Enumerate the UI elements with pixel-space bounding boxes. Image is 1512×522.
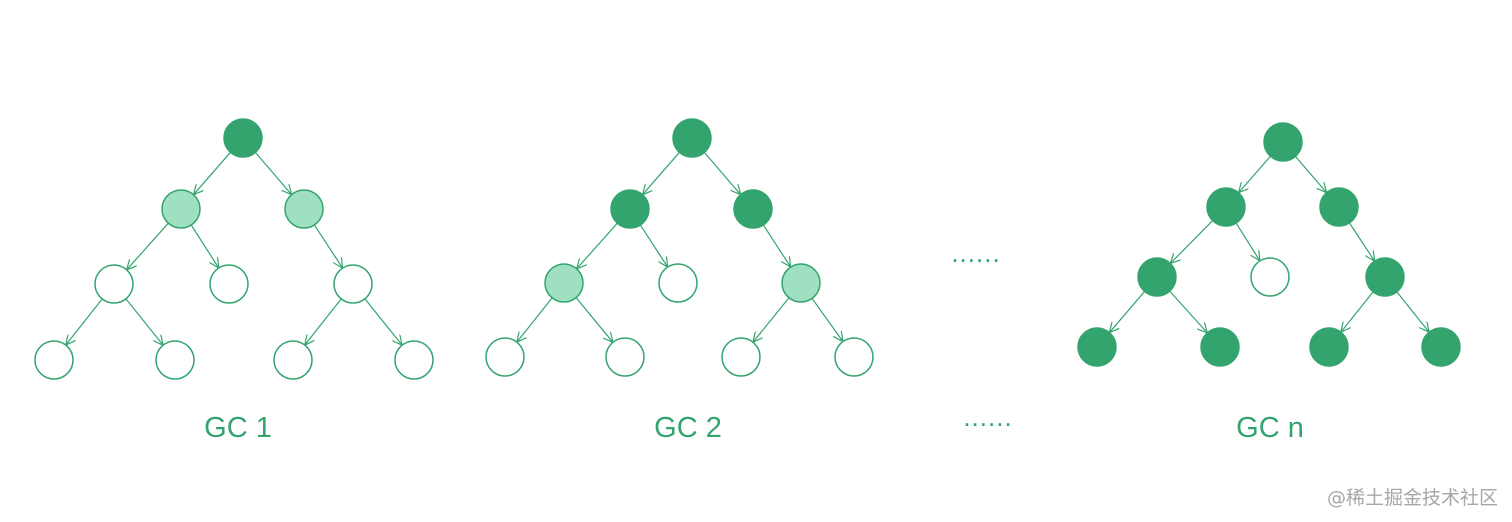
tree-2-node-LLR-empty: [605, 337, 645, 377]
tree-1-edge-RL-RLR: [364, 298, 402, 345]
tree-2-node-LL-light: [544, 263, 584, 303]
tree-3-edge-L-LL: [1171, 220, 1214, 263]
gc-n-label: GC n: [1236, 412, 1304, 444]
tree-3-edge-root-L: [1239, 155, 1271, 192]
tree-3-node-RLL-full: [1309, 327, 1349, 367]
gc-2-label: GC 2: [654, 412, 722, 444]
tree-2-edge-RL-RLR: [811, 298, 842, 340]
tree-2-node-root-full: [672, 118, 712, 158]
tree-3-edge-LL-LLR: [1169, 290, 1207, 332]
tree-3-node-root-full: [1263, 122, 1303, 162]
tree-1-edge-R-RL: [313, 224, 342, 267]
tree-2-edge-R-RL: [762, 224, 790, 266]
tree-1-node-LLL-empty: [34, 340, 74, 380]
tree-1-node-RL-empty: [333, 264, 373, 304]
tree-1-edge-root-L: [194, 151, 231, 194]
tree-2-node-LLL-empty: [485, 337, 525, 377]
tree-3-edge-L-LR: [1235, 222, 1259, 260]
tree-3-node-RL-full: [1365, 257, 1405, 297]
tree-3-node-RLR-full: [1421, 327, 1461, 367]
gc-1-label: GC 1: [204, 412, 272, 444]
tree-1-node-RLR-empty: [394, 340, 434, 380]
tree-2-edge-LL-LLL: [517, 297, 553, 342]
tree-2-node-L-full: [610, 189, 650, 229]
watermark: @稀土掘金技术社区: [1326, 487, 1498, 509]
tree-1-edge-root-R: [254, 152, 291, 193]
tree-1-edge-LL-LLL: [66, 298, 103, 344]
tree-1-edge-L-LL: [127, 222, 169, 269]
tree-3-edge-RL-RLL: [1341, 291, 1374, 332]
tree-1-node-LR-empty: [209, 264, 249, 304]
tree-2-edge-L-LL: [577, 222, 618, 268]
tree-2-edge-root-L: [643, 151, 680, 194]
tree-2-node-LR-empty: [658, 263, 698, 303]
tree-2-edge-LL-LLR: [575, 297, 612, 342]
tree-1-node-LL-empty: [94, 264, 134, 304]
ellipsis-lower: ......: [963, 402, 1013, 432]
tree-3-node-LLL-full: [1077, 327, 1117, 367]
tree-3-node-L-full: [1206, 187, 1246, 227]
tree-1-node-LLR-empty: [155, 340, 195, 380]
tree-1-node-root-full: [223, 118, 263, 158]
tree-1-node-L-light: [161, 189, 201, 229]
tree-3-node-R-full: [1319, 187, 1359, 227]
tree-2-node-RLR-empty: [834, 337, 874, 377]
tree-2-node-RLL-empty: [721, 337, 761, 377]
tree-3-edge-LL-LLL: [1110, 291, 1146, 331]
ellipsis-upper: ......: [951, 238, 1001, 268]
tree-3-edge-root-R: [1294, 156, 1326, 191]
tree-2-node-R-full: [733, 189, 773, 229]
tree-2-edge-L-LR: [639, 224, 667, 266]
tree-1-edge-RL-RLL: [305, 298, 342, 344]
tree-2-node-RL-light: [781, 263, 821, 303]
tree-2-edge-RL-RLL: [754, 297, 790, 342]
tree-1-edge-LL-LLR: [125, 298, 163, 345]
tree-3-node-LLR-full: [1200, 327, 1240, 367]
tree-1-node-R-light: [284, 189, 324, 229]
tree-3-edge-R-RL: [1348, 222, 1374, 260]
tree-1-edge-L-LR: [190, 224, 218, 267]
tree-1-node-RLL-empty: [273, 340, 313, 380]
tree-2-edge-root-R: [703, 152, 740, 193]
tree-3-node-LR-empty: [1250, 257, 1290, 297]
tree-3-edge-RL-RLR: [1396, 291, 1429, 332]
tree-3-node-LL-full: [1137, 257, 1177, 297]
